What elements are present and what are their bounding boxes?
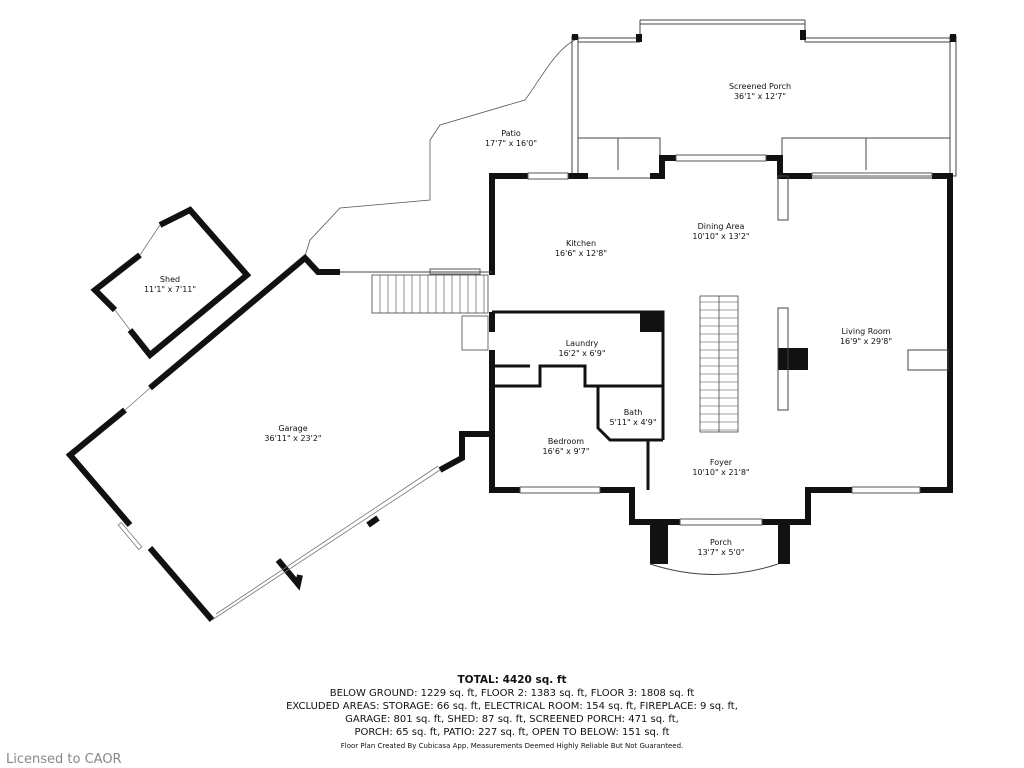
porch-columns [650,522,790,564]
license-watermark: Licensed to CAOR [6,752,122,767]
room-name: Porch [709,538,732,547]
room-size: 16'6" x 9'7" [542,447,590,456]
fireplace [778,348,808,370]
room-name: Screened Porch [728,82,792,91]
garage-walls [65,253,490,622]
room-size: 16'9" x 29'8" [839,337,893,346]
cabinet [777,175,789,221]
room-name: Bedroom [547,437,585,446]
kitchen-island [777,307,789,411]
chimney [640,312,663,332]
exterior-stairs [371,274,489,351]
room-size: 11'1" x 7'11" [143,285,197,294]
interior-stairs [699,295,739,433]
room-size: 36'11" x 23'2" [264,434,322,443]
room-name: Living Room [841,327,891,336]
room-name: Laundry [565,339,599,348]
room-size: 17'7" x 16'0" [484,139,538,148]
room-name: Garage [278,424,308,433]
credit-note: Floor Plan Created By Cubicasa App. Meas… [340,742,684,750]
room-size: 36'1" x 12'7" [733,92,787,101]
room-size: 10'10" x 13'2" [692,232,750,241]
area-summary: TOTAL: 4420 sq. ft BELOW GROUND: 1229 sq… [0,674,1024,739]
room-size: 10'10" x 21'8" [692,468,750,477]
patio-outline [304,39,576,257]
room-name: Shed [159,275,181,284]
summary-line: GARAGE: 801 sq. ft, SHED: 87 sq. ft, SCR… [345,714,679,725]
summary-line: BELOW GROUND: 1229 sq. ft, FLOOR 2: 1383… [329,688,695,699]
summary-line: PORCH: 65 sq. ft, PATIO: 227 sq. ft, OPE… [354,727,670,738]
room-name: Kitchen [565,239,597,248]
room-size: 13'7" x 5'0" [697,548,745,557]
shed-openings [114,224,161,331]
room-name: Patio [501,129,521,138]
summary-line: EXCLUDED AREAS: STORAGE: 66 sq. ft, ELEC… [286,701,738,712]
room-size: 16'2" x 6'9" [558,349,606,358]
porch-steps-arc [649,563,779,575]
room-name: Bath [623,408,643,417]
porch-corner-posts [572,30,956,42]
windows [519,154,933,526]
hearth [907,349,949,371]
room-size: 16'6" x 12'8" [554,249,608,258]
room-size: 5'11" x 4'9" [609,418,657,427]
garage-openings [117,387,441,621]
room-name: Dining Area [697,222,745,231]
room-name: Foyer [709,458,733,467]
shed-walls [90,206,252,360]
total-area: TOTAL: 4420 sq. ft [457,674,567,686]
